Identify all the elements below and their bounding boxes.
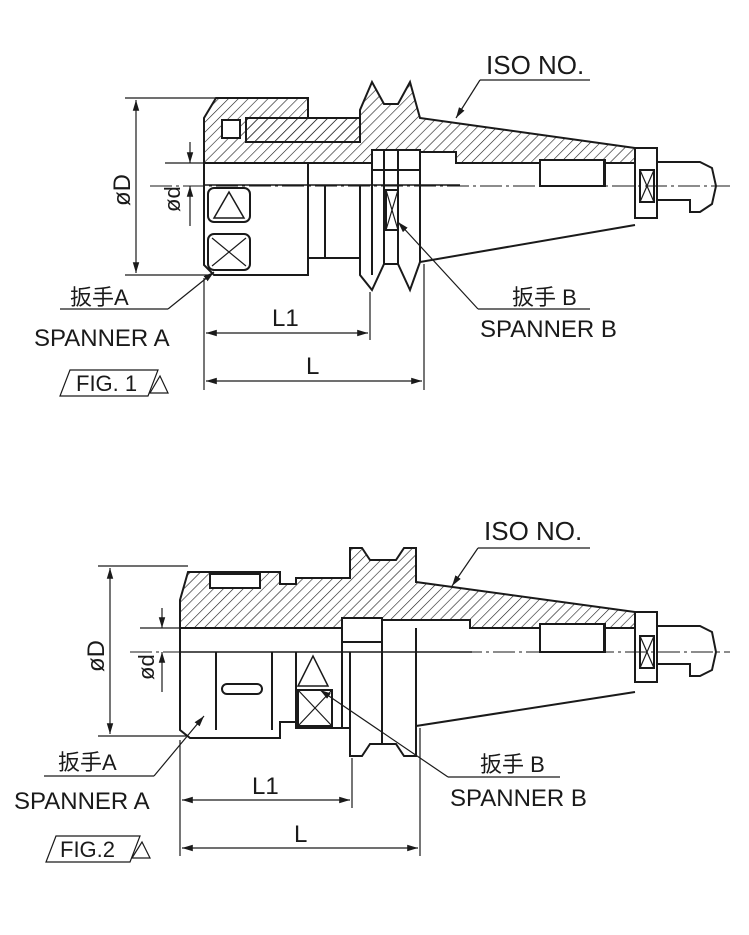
figure-1 — [59, 79, 730, 397]
fig2-label-box — [45, 835, 141, 863]
fig1-label-box — [59, 369, 159, 397]
figure-2 — [44, 547, 730, 863]
fig1-spanner-a-flats — [207, 187, 251, 271]
fig2-dim-l1-label: L1 — [252, 773, 279, 800]
fig2-triangle-mark — [130, 840, 151, 859]
fig2-spanner-a-en: SPANNER A — [14, 788, 150, 815]
fig1-dim-d — [165, 142, 204, 226]
fig2-dim-L1 — [179, 740, 353, 856]
fig1-dim-L — [206, 264, 425, 390]
fig1-spanner-b-en: SPANNER B — [480, 316, 617, 343]
fig2-dim-l-label: L — [294, 821, 307, 848]
fig2-dia-small-label: ød — [134, 654, 159, 680]
fig2-spanner-b-jp: 扳手 B — [480, 752, 545, 777]
fig1-dia-small-label: ød — [160, 186, 185, 212]
fig1-spanner-a-jp: 扳手A — [70, 285, 129, 310]
fig2-dim-L — [182, 728, 421, 856]
fig1-dim-l-label: L — [306, 353, 319, 380]
fig1-leaders — [60, 79, 590, 310]
fig1-triangle-mark — [148, 374, 169, 394]
fig2-dia-big-label: øD — [83, 640, 110, 672]
fig2-toolholder-outline — [179, 611, 718, 757]
fig2-spanner-b-flats — [296, 654, 333, 727]
fig2-dim-d — [140, 608, 180, 692]
fig1-dia-big-label: øD — [109, 174, 136, 206]
fig1-spanner-b-jp: 扳手 B — [512, 285, 577, 310]
fig1-spanner-b-flats — [385, 189, 399, 231]
fig1-dim-l1-label: L1 — [272, 305, 299, 332]
fig1-caption: FIG. 1 — [76, 371, 137, 396]
fig1-dim-D — [125, 97, 216, 276]
fig1-spanner-a-en: SPANNER A — [34, 325, 170, 352]
fig2-iso-label: ISO NO. — [484, 516, 582, 546]
fig2-caption: FIG.2 — [60, 837, 115, 862]
fig2-spanner-b-en: SPANNER B — [450, 785, 587, 812]
fig1-toolholder-section — [203, 79, 658, 219]
fig2-spanner-a-jp: 扳手A — [58, 750, 117, 775]
fig2-dim-D — [98, 565, 188, 737]
fig1-dim-L1 — [203, 278, 371, 390]
fig2-leaders — [44, 547, 590, 778]
fig1-iso-label: ISO NO. — [486, 50, 584, 80]
fig1-toolholder-outline — [203, 147, 718, 293]
fig2-toolholder-section — [179, 547, 658, 683]
